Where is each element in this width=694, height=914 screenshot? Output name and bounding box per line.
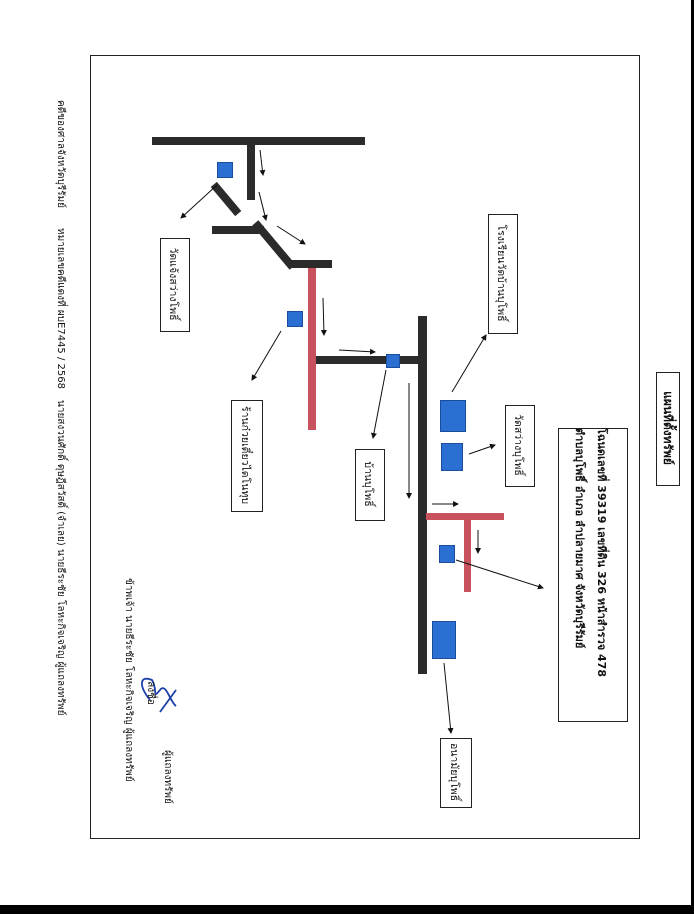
label-health-station: อนามัยบุโพธิ์ — [448, 742, 460, 802]
direction-arrow — [276, 225, 306, 245]
pointer-arrow — [468, 443, 496, 455]
label-school: โรงเรียนวัดบ้านบุโพธิ์ — [495, 224, 507, 322]
soi-road-red-3 — [464, 518, 471, 592]
building-temple-sawang — [441, 443, 463, 471]
label-box-village — [355, 449, 385, 521]
pointer-arrow — [370, 369, 387, 439]
main-road-top — [152, 137, 365, 145]
label-box-health-station — [440, 738, 472, 808]
label-noodle-shop: ร้านก๋วยเตี๋ยวไดโนทุบ — [239, 405, 251, 505]
building-noodle-shop — [287, 311, 303, 327]
signature-sign-label: ลงชื่อ — [145, 681, 156, 705]
road-curve-lower — [212, 226, 264, 234]
pointer-arrow — [180, 184, 218, 219]
direction-arrow — [338, 348, 376, 355]
signature-role-short: ผู้แถลงทรัพย์ — [162, 750, 173, 804]
soi-road-red-1 — [308, 268, 316, 430]
road-horizontal-mid — [316, 356, 422, 364]
building-subject-property — [439, 545, 455, 563]
pointer-arrow — [451, 334, 487, 393]
footer-parties: นายสงวนศักดิ์ ดุษฎีสวัสดิ์ (จำเลย) นายธี… — [55, 400, 66, 716]
road-branch-top — [247, 140, 255, 200]
label-box-temple-sawang — [505, 405, 535, 487]
pointer-arrow — [443, 662, 454, 734]
main-road-vertical — [418, 316, 427, 674]
deed-info-box — [558, 428, 628, 722]
pointer-arrow — [251, 330, 282, 381]
label-box-noodle-shop — [231, 400, 263, 512]
direction-arrow — [258, 191, 268, 221]
footer-court: คดีของศาลจังหวัดบุรีรัมย์ — [55, 100, 66, 208]
pointer-arrow — [455, 559, 544, 590]
building-village — [386, 354, 400, 368]
direction-arrow — [320, 297, 327, 336]
building-health-station — [432, 621, 456, 659]
label-box-temple-phosi — [160, 238, 190, 332]
label-box-school — [488, 214, 518, 334]
road-junction — [292, 260, 332, 268]
signature-role-full: ข้าพเจ้า นายธีระชัย โลหะกิจเจริญ ผู้แถลง… — [123, 578, 134, 782]
label-temple-phosi: วัดแจ้งสว่างโพธิ์ — [167, 247, 179, 321]
building-temple-phosi — [217, 162, 233, 178]
label-village: บ้านบุโพธิ์ — [362, 461, 374, 507]
label-temple-sawang: วัดสว่างบุโพธิ์ — [512, 414, 524, 476]
building-school — [440, 400, 466, 432]
scan-edge-right — [691, 0, 694, 914]
map-frame — [90, 55, 640, 839]
direction-arrow — [259, 149, 266, 176]
title-box — [656, 372, 680, 486]
soi-road-red-2 — [426, 513, 504, 520]
scan-edge-bottom — [0, 905, 694, 914]
signature-mark — [141, 677, 177, 713]
